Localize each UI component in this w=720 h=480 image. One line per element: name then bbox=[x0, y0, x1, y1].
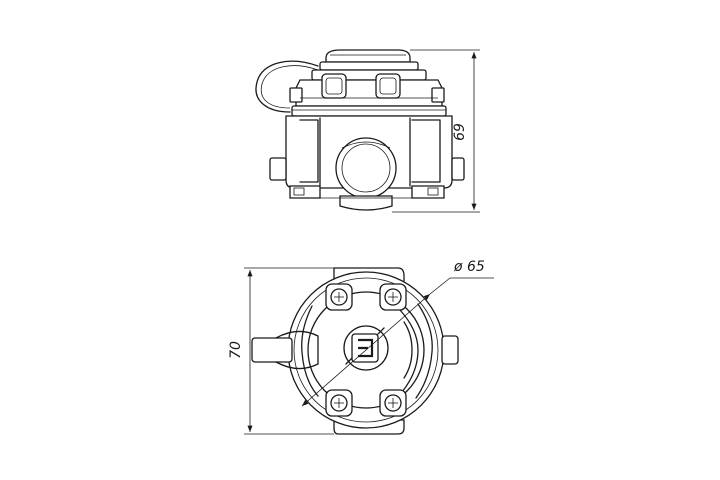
upper-housing bbox=[295, 79, 443, 107]
top-view: ø 65 70 bbox=[228, 259, 494, 435]
diameter-dimension-label: ø 65 bbox=[453, 259, 485, 275]
seal-wire bbox=[255, 60, 319, 113]
side-tab-right bbox=[441, 335, 459, 365]
right-nozzle bbox=[451, 157, 465, 181]
bolt-bottom-right bbox=[379, 389, 407, 417]
front-view: 69 bbox=[255, 49, 480, 213]
side-tab-left bbox=[251, 337, 293, 363]
height-dimension-label: 69 bbox=[452, 123, 468, 141]
bolt-top-right bbox=[379, 283, 407, 311]
top-cap bbox=[325, 49, 411, 63]
width-dimension-label: 70 bbox=[228, 341, 244, 359]
bolt-top-left bbox=[325, 283, 353, 311]
left-nozzle bbox=[269, 157, 287, 181]
bolt-bottom-left bbox=[325, 389, 353, 417]
